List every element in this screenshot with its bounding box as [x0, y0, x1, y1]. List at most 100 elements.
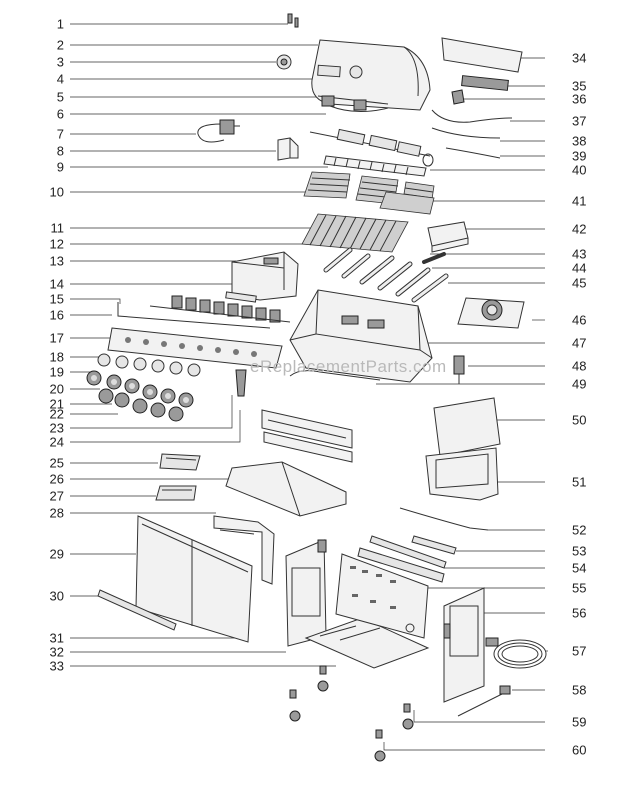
parts-drawing: [86, 13, 547, 762]
callout-52: 52: [572, 523, 586, 538]
callout-20: 20: [50, 382, 64, 397]
part-19-control-knobs-icon: [86, 353, 201, 422]
callout-34: 34: [572, 51, 586, 66]
part-23-knob-bezel-icon: [235, 369, 247, 397]
callout-46: 46: [572, 313, 586, 328]
callout-31: 31: [50, 631, 64, 646]
part-42-smoker-box-icon: [427, 221, 469, 253]
callout-26: 26: [50, 472, 64, 487]
callout-2: 2: [57, 38, 64, 53]
part-34-side-shelf-icon: [441, 37, 523, 73]
part-57-gas-hose-icon: [485, 637, 547, 669]
callouts-right: 3435363738394041424344454647484950515253…: [572, 51, 586, 758]
part-47-firebox-icon: [289, 289, 433, 383]
callout-33: 33: [50, 659, 64, 674]
callout-9: 9: [57, 160, 64, 175]
callout-29: 29: [50, 547, 64, 562]
part-27-grease-tray-icon: [155, 485, 197, 501]
part-24-front-rails-icon: [261, 409, 353, 463]
part-30-door-handle-icon: [97, 589, 177, 631]
callout-4: 4: [57, 72, 64, 87]
callout-35: 35: [572, 79, 586, 94]
part-32-side-panel-icon: [285, 539, 327, 647]
callout-25: 25: [50, 456, 64, 471]
callout-7: 7: [57, 127, 64, 142]
part-17-control-panel-icon: [107, 327, 283, 369]
callout-58: 58: [572, 683, 586, 698]
part-3-thermometer-icon: [276, 54, 292, 70]
part-33-bottom-shelf-icon: [304, 617, 430, 669]
callout-57: 57: [572, 644, 586, 659]
leader-lines-left: [70, 23, 350, 667]
callout-39: 39: [572, 149, 586, 164]
leader-lines-right: [376, 57, 548, 751]
part-2-hood-icon: [311, 39, 431, 112]
part-54-rails-icon: [357, 535, 447, 583]
part-29-doors-icon: [135, 515, 253, 643]
part-13-heat-shield-icon: [231, 251, 299, 301]
callout-36: 36: [572, 92, 586, 107]
callout-50: 50: [572, 413, 586, 428]
callout-5: 5: [57, 90, 64, 105]
part-40-warming-rack-icon: [323, 153, 434, 177]
callouts-left: 1234567891011121314151617181920212223242…: [50, 17, 64, 674]
part-59-casters-icon: [289, 665, 414, 762]
part-8-bracket-icon: [277, 137, 299, 161]
part-11-flavorizer-bars-icon: [301, 213, 409, 253]
callout-54: 54: [572, 561, 586, 576]
part-56-right-panel-icon: [443, 587, 485, 703]
callout-56: 56: [572, 606, 586, 621]
part-15-valves-icon: [117, 295, 291, 329]
callout-17: 17: [50, 331, 64, 346]
part-36-burner-knob-icon: [451, 89, 465, 105]
part-12-burner-tubes-icon: [323, 247, 449, 303]
part-52-hose-icon: [399, 507, 489, 531]
part-48-ignitor-icon: [453, 355, 465, 384]
part-58-regulator-icon: [457, 685, 511, 717]
part-7-igniter-icon: [197, 119, 240, 143]
callout-13: 13: [50, 254, 64, 269]
part-49-grease-tray-rail-icon: [289, 370, 381, 381]
callout-3: 3: [57, 55, 64, 70]
callout-10: 10: [50, 185, 64, 200]
callout-37: 37: [572, 114, 586, 129]
callout-23: 23: [50, 421, 64, 436]
watermark: eReplacementParts.com: [250, 357, 447, 376]
part-9-rotisserie-icon: [309, 128, 431, 157]
callout-27: 27: [50, 489, 64, 504]
part-38-wire-icon: [431, 127, 501, 139]
part-41-grate-icon: [379, 191, 435, 215]
callout-51: 51: [572, 475, 586, 490]
part-37-hose-icon: [431, 109, 513, 123]
part-50-side-table-lid-icon: [433, 397, 501, 457]
part-1-screws-icon: [287, 13, 299, 28]
callout-18: 18: [50, 350, 64, 365]
callout-55: 55: [572, 581, 586, 596]
callout-6: 6: [57, 107, 64, 122]
part-28-basket-icon: [213, 515, 275, 585]
part-6-hood-bracket-icon: [321, 95, 335, 107]
callout-47: 47: [572, 336, 586, 351]
callout-19: 19: [50, 365, 64, 380]
callout-40: 40: [572, 163, 586, 178]
callout-14: 14: [50, 277, 64, 292]
callout-48: 48: [572, 359, 586, 374]
callout-15: 15: [50, 292, 64, 307]
part-46-side-burner-icon: [457, 297, 525, 329]
part-53-brace-icon: [411, 535, 457, 555]
part-51-side-table-icon: [425, 447, 499, 501]
callout-24: 24: [50, 435, 64, 450]
part-55-back-panel-icon: [335, 553, 429, 639]
callout-41: 41: [572, 194, 586, 209]
callout-11: 11: [51, 221, 65, 236]
callout-16: 16: [50, 308, 64, 323]
callout-60: 60: [572, 743, 586, 758]
callout-1: 1: [57, 17, 64, 32]
part-39-wire-icon: [445, 147, 501, 159]
callout-30: 30: [50, 589, 64, 604]
callout-8: 8: [57, 144, 64, 159]
callout-12: 12: [50, 237, 64, 252]
callout-59: 59: [572, 715, 586, 730]
callout-38: 38: [572, 134, 586, 149]
